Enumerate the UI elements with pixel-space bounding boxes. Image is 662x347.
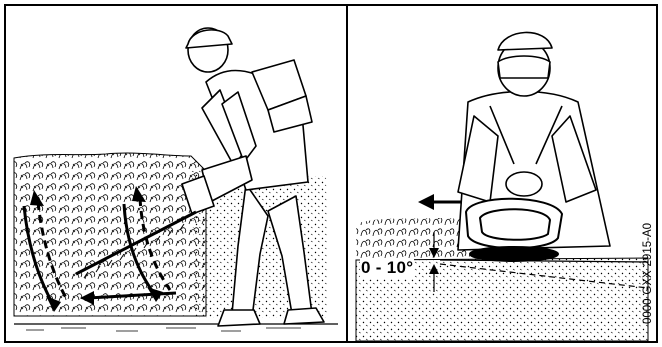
ground [14,324,338,331]
hedge-trimmer [466,199,562,261]
panel-top-trimming: 0 - 10° 0000-GXX-2915-A0 [348,6,656,341]
panel-side-trimming [6,6,346,341]
figure-frame: 0 - 10° 0000-GXX-2915-A0 [4,4,658,343]
top-trimming-illustration [348,6,656,341]
side-trimming-illustration [6,6,346,341]
direction-arrow [418,194,462,210]
angle-label: 0 - 10° [360,258,414,278]
reference-code: 0000-GXX-2915-A0 [642,223,654,324]
